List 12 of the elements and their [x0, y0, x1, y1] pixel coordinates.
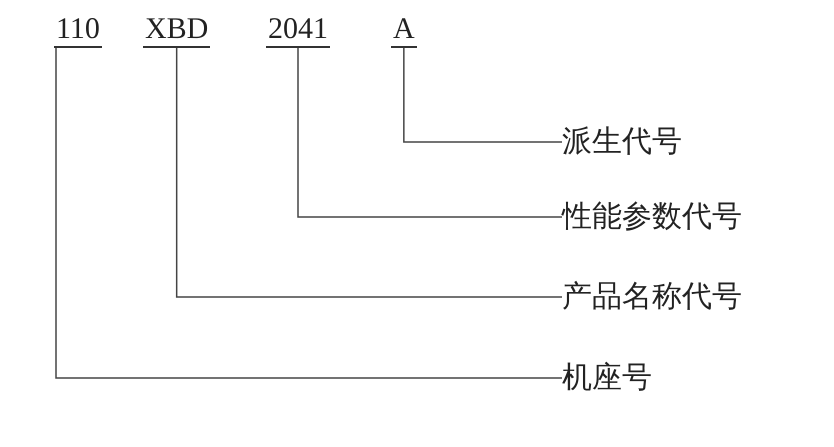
description-label: 产品名称代号	[562, 279, 742, 315]
description-label: 派生代号	[562, 124, 682, 160]
description-label: 机座号	[562, 360, 652, 396]
leader-line	[403, 48, 562, 143]
leader-line	[297, 48, 562, 218]
code-label: 2041	[266, 12, 330, 48]
leader-line	[55, 48, 562, 379]
description-label: 性能参数代号	[562, 199, 742, 235]
code-label: A	[391, 12, 417, 48]
code-label: XBD	[143, 12, 210, 48]
leader-line	[176, 48, 562, 298]
code-label: 110	[54, 12, 102, 48]
